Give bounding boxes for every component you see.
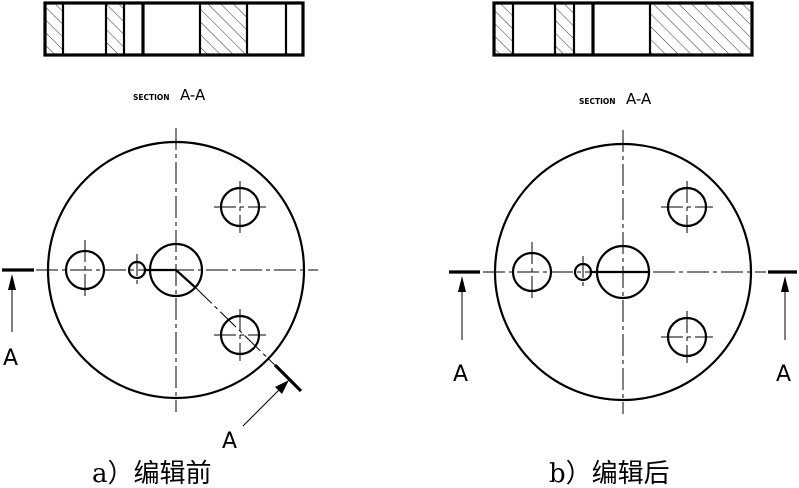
view-arrowhead bbox=[8, 274, 16, 290]
cut-label-left: A bbox=[453, 362, 468, 387]
hatch-region bbox=[555, 4, 574, 54]
cutting-plane-segment bbox=[175, 269, 197, 289]
figure-a: SECTION A-A bbox=[2, 1, 318, 488]
hatch-region bbox=[200, 4, 247, 54]
section-prefix-label: SECTION bbox=[133, 93, 170, 102]
section-view-b bbox=[492, 1, 754, 57]
plan-view-a: A A bbox=[2, 128, 318, 454]
cut-label-left: A bbox=[3, 346, 18, 371]
view-arrowhead bbox=[275, 380, 289, 394]
section-outline bbox=[492, 1, 754, 57]
cutting-plane-mark bbox=[273, 363, 303, 393]
hatch-region bbox=[46, 4, 63, 54]
view-arrowhead bbox=[458, 276, 466, 292]
cut-label-right: A bbox=[776, 362, 791, 387]
section-view-a bbox=[43, 1, 305, 57]
view-arrow-shaft bbox=[242, 383, 286, 427]
section-name-label: A-A bbox=[180, 86, 206, 104]
hatch-region bbox=[106, 4, 124, 54]
cutting-plane-segment bbox=[195, 287, 287, 377]
cut-label-right: A bbox=[222, 429, 237, 454]
section-outline bbox=[43, 1, 305, 57]
hatch-region bbox=[495, 4, 513, 54]
section-prefix-label: SECTION bbox=[579, 97, 616, 106]
plan-view-b: A A bbox=[449, 130, 797, 414]
hatch-region bbox=[650, 4, 750, 54]
figure-caption-b: b）编辑后 bbox=[549, 459, 670, 488]
view-arrowhead bbox=[781, 276, 789, 292]
section-name-label: A-A bbox=[626, 90, 652, 108]
figure-b: SECTION A-A A bbox=[449, 1, 797, 488]
figure-caption-a: a）编辑前 bbox=[92, 459, 212, 488]
